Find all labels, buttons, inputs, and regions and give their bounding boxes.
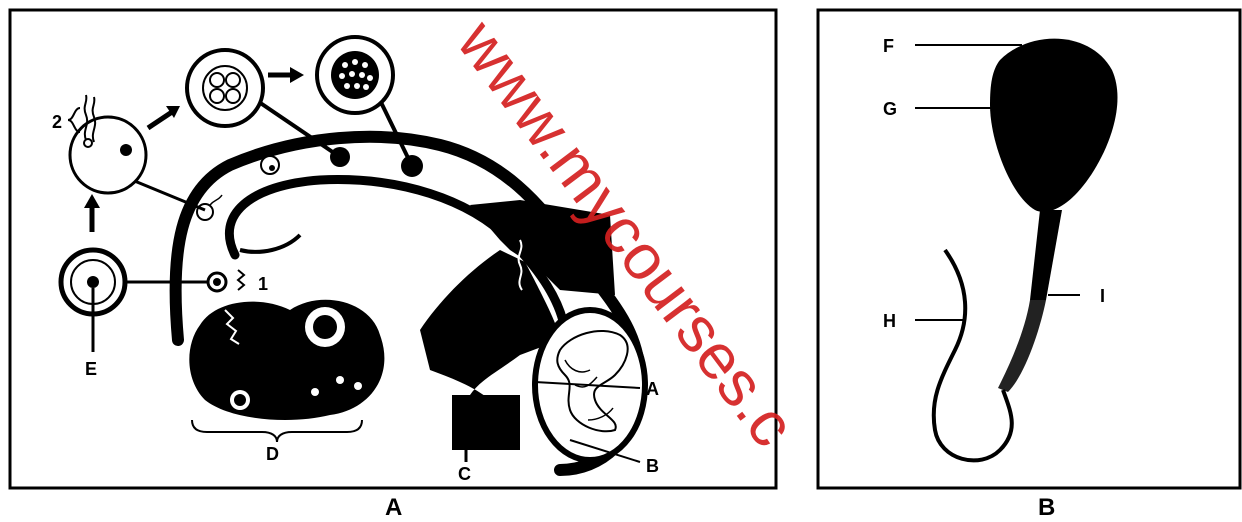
arrow-e-up (84, 194, 100, 232)
label-b: B (646, 456, 659, 476)
morula-enlarged-inner (331, 51, 379, 99)
ovary-follicle-small-inner (234, 394, 246, 406)
ovary-dot-3 (311, 388, 319, 396)
bracket-2 (68, 108, 80, 132)
ovary (189, 300, 384, 420)
cervix-block (452, 395, 520, 450)
blastomere-3 (210, 89, 224, 103)
arrow-4cell-to-morula (268, 67, 304, 83)
label-c: C (458, 464, 471, 484)
panel-b-caption: B (1038, 494, 1055, 521)
bracket-d (192, 420, 362, 442)
ovulated-oocyte-nucleus (213, 278, 221, 286)
label-g: G (883, 99, 897, 119)
sperm-midpiece-lower (998, 300, 1046, 392)
label-i: I (1100, 286, 1105, 306)
label-h: H (883, 311, 896, 331)
four-cell-inner (203, 66, 247, 110)
bracket-1 (238, 270, 244, 290)
panel-b: F G H I B (818, 10, 1240, 521)
sperm-head-large (990, 39, 1117, 212)
blastomere-4 (226, 89, 240, 103)
label-f: F (883, 36, 894, 56)
panel-a-caption: A (385, 494, 402, 521)
label-a: A (646, 379, 659, 399)
ovary-dot-1 (336, 376, 344, 384)
label-e: E (85, 359, 97, 379)
label-1: 1 (258, 274, 268, 294)
blastomere-1 (210, 73, 224, 87)
ovary-follicle-large-inner (313, 315, 337, 339)
blastomere-2 (226, 73, 240, 87)
sperm-midpiece (1030, 210, 1062, 300)
sperm-tail (934, 250, 1012, 460)
sperm-head (84, 139, 92, 147)
tube-hook (240, 235, 300, 252)
sperm-tail-small (210, 195, 222, 205)
fertilized-oocyte (70, 117, 146, 193)
oocyte-e-nucleus (87, 276, 99, 288)
label-d: D (266, 444, 279, 464)
arrow-2-to-4cell (148, 106, 180, 128)
fertilized-oocyte-nucleus (120, 144, 132, 156)
label-2: 2 (52, 112, 62, 132)
zygote-dot (269, 165, 275, 171)
ovary-dot-2 (354, 382, 362, 390)
zygote-cell (261, 156, 279, 174)
